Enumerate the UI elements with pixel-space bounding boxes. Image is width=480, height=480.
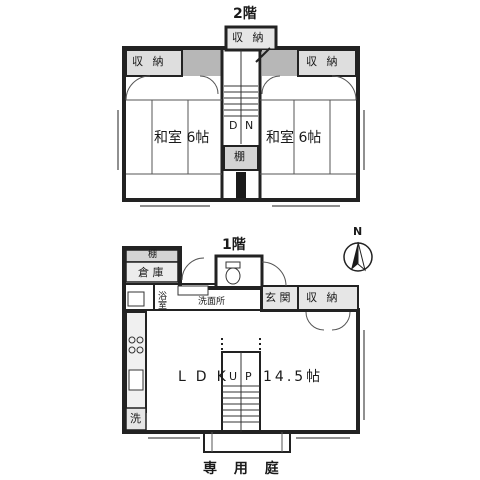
washer-label: 洗 — [130, 412, 141, 425]
left-tatami-room-label: 和室 6帖 — [154, 130, 210, 146]
compass-icon — [343, 241, 373, 272]
kitchen-counter — [125, 311, 147, 413]
garden-label: 専 用 庭 — [203, 461, 285, 477]
first-floor-storage-label: 収 納 — [306, 291, 341, 304]
second-floor-band-left — [182, 50, 222, 76]
top-storage-label: 収 納 — [232, 31, 267, 44]
right-storage-label: 収 納 — [306, 55, 341, 68]
second-floor — [117, 25, 365, 207]
second-floor-top-storage — [224, 25, 278, 52]
warehouse — [125, 261, 179, 283]
stair-n-label: N — [245, 119, 254, 132]
first-floor-storage — [297, 285, 359, 311]
bath-label: 浴室 — [158, 292, 168, 311]
first-floor — [122, 246, 365, 453]
right-tatami-room-label: 和室 6帖 — [266, 130, 322, 146]
second-floor-left-storage — [125, 49, 183, 77]
second-floor-label: 2階 — [233, 6, 257, 22]
second-floor-band-right — [262, 50, 298, 76]
garden-step — [203, 432, 291, 453]
stair-p-label: P — [245, 370, 252, 383]
ldk-size-label: 14.5帖 — [263, 369, 324, 385]
washroom-label: 洗面所 — [198, 297, 226, 307]
second-floor-right-storage — [297, 49, 357, 77]
stair-d-label: D — [229, 119, 238, 132]
first-floor-label: 1階 — [222, 237, 246, 253]
washer — [125, 407, 147, 431]
entrance-label: 玄 関 — [265, 291, 291, 304]
warehouse-label: 倉 庫 — [138, 266, 164, 279]
ldk-label: LDK — [178, 369, 236, 385]
second-floor-shelf-label: 棚 — [234, 150, 245, 163]
first-floor-shelf-label: 棚 — [148, 250, 158, 260]
left-storage-label: 収 納 — [132, 55, 167, 68]
toilet-room — [214, 254, 264, 290]
compass-north-label: N — [353, 225, 363, 238]
stair-u-label: U — [229, 370, 238, 383]
second-floor-shelf — [223, 145, 259, 171]
